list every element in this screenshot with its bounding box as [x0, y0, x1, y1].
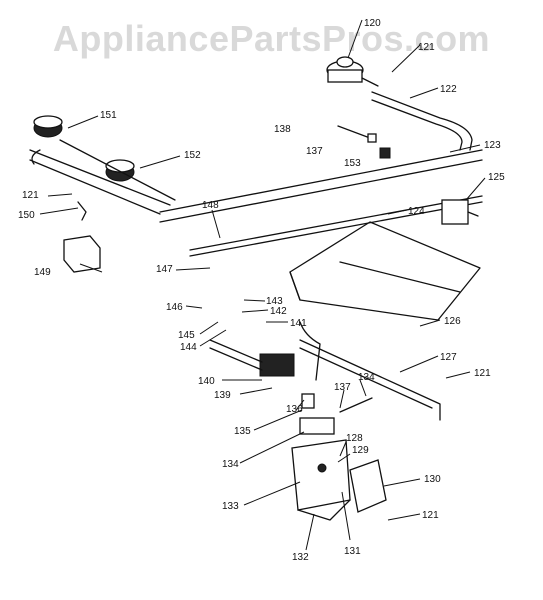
callout-132: 132: [292, 552, 309, 563]
callout-123: 123: [484, 140, 501, 151]
callout-149: 149: [34, 267, 51, 278]
electrode-and-bracket: [63, 201, 101, 273]
surface-burners: [29, 115, 176, 215]
callout-152: 152: [184, 150, 201, 161]
callout-126: 126: [444, 316, 461, 327]
callout-128: 128: [346, 433, 363, 444]
support-rail: [299, 321, 441, 421]
manifold-pipe: [159, 91, 483, 257]
callout-121-b: 121: [22, 190, 39, 201]
callout-121-c: 121: [474, 368, 491, 379]
callout-130: 130: [424, 474, 441, 485]
callout-133: 133: [222, 501, 239, 512]
callout-144: 144: [180, 342, 197, 353]
callout-125: 125: [488, 172, 505, 183]
valve: [441, 199, 479, 225]
pressure-regulator: [326, 56, 379, 87]
callout-137: 137: [306, 146, 323, 157]
callout-122: 122: [440, 84, 457, 95]
callout-134: 134: [222, 459, 239, 470]
control-box: [349, 459, 387, 513]
callout-150: 150: [18, 210, 35, 221]
orifice-parts: [337, 125, 391, 159]
callout-127: 127: [440, 352, 457, 363]
callout-140: 140: [198, 376, 215, 387]
callout-148: 148: [202, 200, 219, 211]
callouts: 120 121 122 138 137 153 123 125 124 151 …: [18, 18, 505, 563]
ignitor: [209, 339, 295, 377]
callout-121-d: 121: [422, 510, 439, 521]
fittings: [299, 393, 373, 435]
callout-120: 120: [364, 18, 381, 29]
watermark: AppliancePartsPros.com: [52, 18, 491, 59]
callout-153: 153: [344, 158, 361, 169]
callout-135: 135: [234, 426, 251, 437]
callout-146: 146: [166, 302, 183, 313]
callout-124: 124: [408, 206, 425, 217]
callout-141: 141: [290, 318, 307, 329]
callout-147: 147: [156, 264, 173, 275]
callout-145: 145: [178, 330, 195, 341]
callout-139: 139: [214, 390, 231, 401]
leader-lines: [39, 19, 486, 551]
callout-137-b: 137: [334, 382, 351, 393]
callout-136: 136: [286, 404, 303, 415]
callout-138: 138: [274, 124, 291, 135]
callout-129: 129: [352, 445, 369, 456]
burner-tray: [289, 221, 481, 321]
callout-143: 143: [266, 296, 283, 307]
callout-121: 121: [418, 42, 435, 53]
callout-134-a: 134: [358, 372, 375, 383]
callout-151: 151: [100, 110, 117, 121]
callout-142: 142: [270, 306, 287, 317]
mounting-plate: [291, 439, 351, 521]
callout-131: 131: [344, 546, 361, 557]
